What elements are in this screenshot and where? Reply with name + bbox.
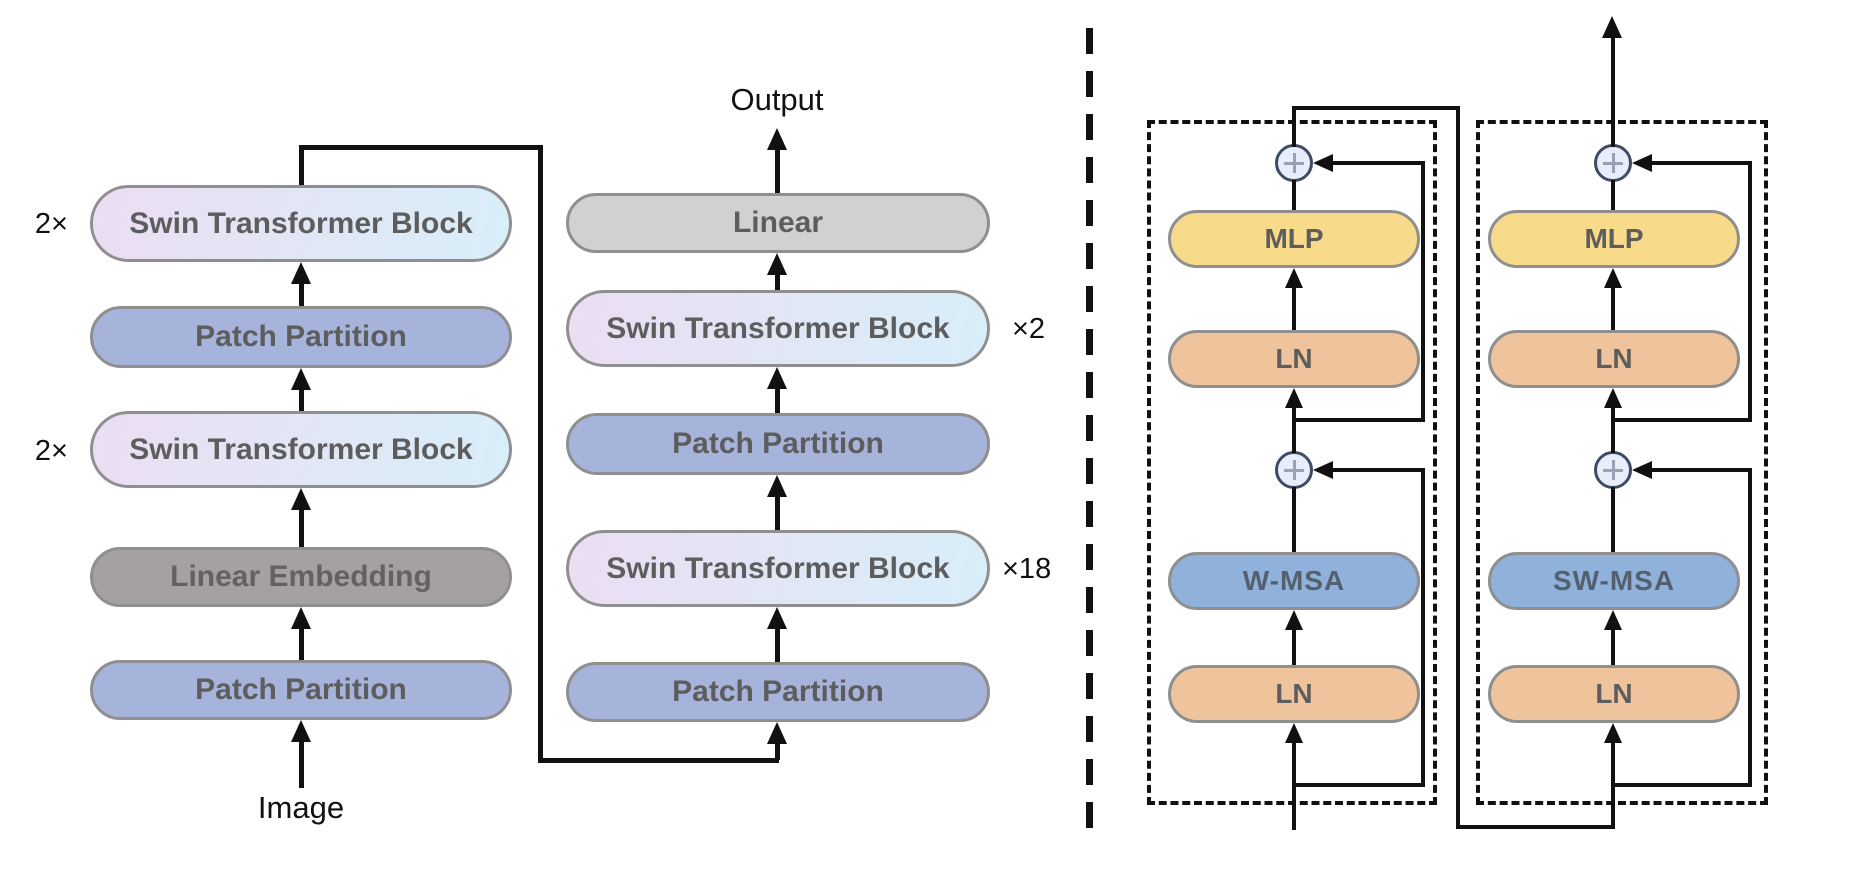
arrowhead-swin-to-pp-upper [767,475,787,497]
wmsa-block-ln-bottom: LN [1168,665,1420,723]
stage2-multiplier-lower: ×18 [1002,553,1052,585]
arrowhead-swmsa-sum-to-ln [1604,388,1622,408]
wmsa-residual-upper-branch [1292,418,1425,422]
arrowhead-swmsa-ln-to-mlp [1604,268,1622,288]
arrowhead-output [767,128,787,150]
wmsa-block-mlp: MLP [1168,210,1420,268]
swmsa-residual-lower-branch [1611,783,1750,787]
arrowhead-pp-to-swin-upper [767,367,787,389]
arrowhead-image-to-pp [291,720,311,742]
dashed-separator [1086,28,1093,835]
arrowhead-swmsa-residual-lower [1632,461,1652,479]
arrowhead-swmsa-ln-to-attn [1604,610,1622,630]
arrowhead-pp-to-swin-top [291,262,311,284]
swmsa-ln-to-attn-stem [1611,624,1615,665]
stage2-patch-partition-upper: Patch Partition [566,413,990,475]
arrowhead-swin-to-linear [767,253,787,275]
swmsa-block-ln-bottom: LN [1488,665,1740,723]
swmsa-block-attention: SW-MSA [1488,552,1740,610]
stage1-multiplier-top: 2× [34,208,68,240]
stage2-patch-partition-lower: Patch Partition [566,662,990,722]
arrowhead-le-to-swin [291,488,311,510]
swmsa-attn-to-sum-line [1611,487,1615,552]
stage2-linear-head: Linear [566,193,990,253]
stage1-linear-embedding: Linear Embedding [90,547,512,607]
wmsa-residual-lower-vertical [1421,468,1425,787]
arrowhead-wmsa-input [1285,723,1303,743]
swmsa-residual-lower-line [1650,468,1750,472]
plus-circle-icon [1594,144,1632,182]
wmsa-sum-to-ln-stem [1292,402,1296,453]
wmsa-ln-to-attn-stem [1292,624,1296,665]
stage1-swin-transformer-block-mid: Swin Transformer Block [90,411,512,488]
connector-arrow-stem [775,740,780,760]
arrowhead-swmsa-residual-upper [1632,154,1652,172]
swmsa-block-ln-top: LN [1488,330,1740,388]
connector-stub-up [299,145,304,185]
arrowhead-wmsa-residual-upper [1313,154,1333,172]
arrow-pp-to-le [299,625,304,660]
arrow-pp-to-swin-lower [775,625,780,662]
arrowhead-final-output [1602,16,1622,38]
arrow-pp-to-swin-top [299,280,304,306]
wmsa-mlp-to-sum-line [1292,180,1296,210]
arrowhead-pp-to-swin-lower [767,607,787,629]
stage1-patch-partition-lower: Patch Partition [90,660,512,720]
stage2-swin-transformer-block-upper: Swin Transformer Block [566,290,990,367]
swmsa-block-mlp: MLP [1488,210,1740,268]
wmsa-block-attention: W-MSA [1168,552,1420,610]
swmsa-output-stem [1611,36,1615,147]
arrowhead-pp-to-le [291,607,311,629]
stage1-swin-transformer-block-top: Swin Transformer Block [90,185,512,262]
arrow-swin-to-pp [299,386,304,411]
arrowhead-wmsa-ln-to-mlp [1285,268,1303,288]
connector-bottom-horizontal [538,758,779,763]
arrowhead-wmsa-residual-lower [1313,461,1333,479]
connector-top-horizontal [299,145,542,150]
interblock-vertical [1456,106,1460,829]
swmsa-input-stem [1611,737,1615,827]
plus-circle-icon [1275,451,1313,489]
wmsa-output-stem [1292,108,1296,147]
arrow-linear-to-output [775,146,780,193]
swmsa-ln-to-mlp-stem [1611,282,1615,330]
swmsa-residual-upper-vertical [1748,161,1752,422]
input-label: Image [257,790,345,825]
wmsa-residual-lower-line [1331,468,1425,472]
interblock-top-horizontal [1292,106,1460,110]
stage2-swin-transformer-block-lower: Swin Transformer Block [566,530,990,607]
arrowhead-connector-to-pp [767,722,787,744]
arrow-swin-to-linear [775,271,780,290]
plus-circle-icon [1275,144,1313,182]
interblock-bottom-horizontal [1456,825,1615,829]
stage1-patch-partition-upper: Patch Partition [90,306,512,368]
wmsa-residual-lower-branch [1292,783,1425,787]
connector-vertical [538,145,543,763]
arrowhead-wmsa-ln-to-attn [1285,610,1303,630]
stage2-multiplier-upper: ×2 [1012,313,1046,345]
arrow-pp-to-swin-upper [775,385,780,413]
wmsa-ln-to-mlp-stem [1292,282,1296,330]
arrow-swin-to-pp-upper [775,493,780,530]
arrowhead-wmsa-sum-to-ln [1285,388,1303,408]
swmsa-sum-to-ln-stem [1611,402,1615,453]
wmsa-block-ln-top: LN [1168,330,1420,388]
swmsa-residual-lower-vertical [1748,468,1752,787]
arrow-le-to-swin [299,506,304,547]
wmsa-residual-upper-line [1331,161,1425,165]
wmsa-residual-upper-vertical [1421,161,1425,422]
plus-circle-icon [1594,451,1632,489]
swmsa-mlp-to-sum-line [1611,180,1615,210]
stage1-multiplier-mid: 2× [34,435,68,467]
swmsa-residual-upper-branch [1611,418,1750,422]
arrow-image-to-pp [299,740,304,788]
arrowhead-swmsa-input [1604,723,1622,743]
swmsa-block-dashed-outline [1476,120,1768,805]
swmsa-residual-upper-line [1650,161,1750,165]
arrowhead-swin-to-pp [291,368,311,390]
output-label: Output [730,82,824,117]
wmsa-attn-to-sum-line [1292,487,1296,552]
